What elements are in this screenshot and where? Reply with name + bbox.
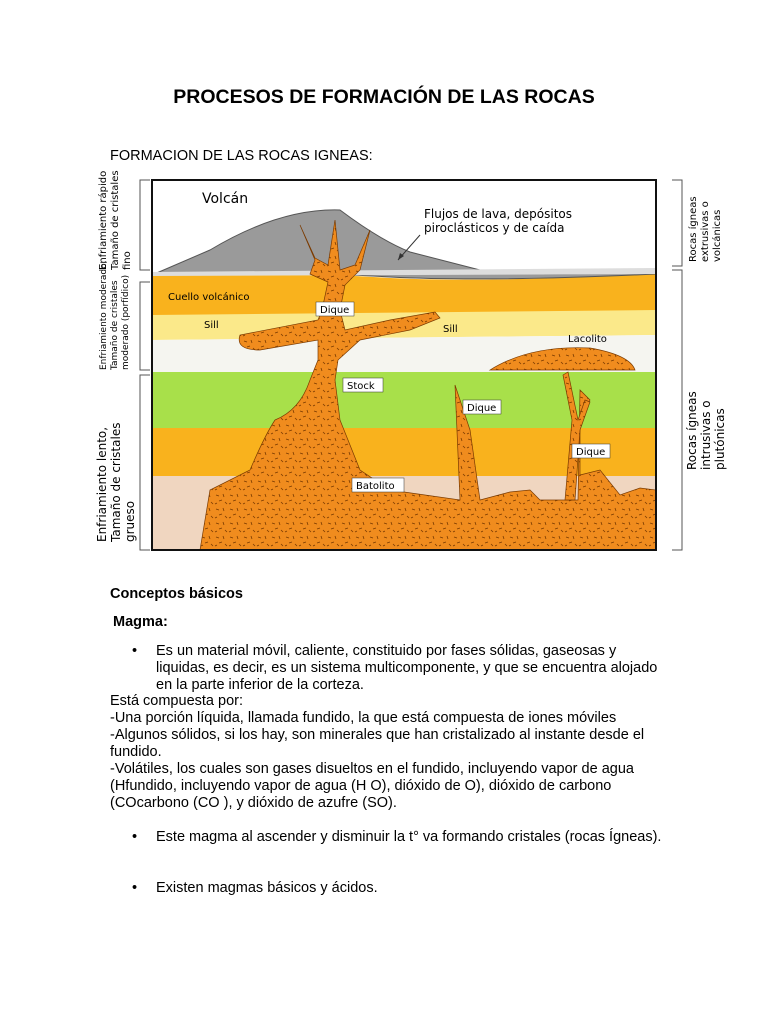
composition-solids: -Algunos sólidos, si los hay, son minera…	[110, 727, 645, 760]
bullet-text: Es un material móvil, caliente, constitu…	[156, 643, 658, 693]
bullet-text: Este magma al ascender y disminuir la t°…	[156, 829, 662, 845]
label-sill-right: Sill	[443, 324, 458, 335]
igneous-rock-diagram: Volcán Flujos de lava, depósitos piroclá…	[60, 170, 740, 560]
right-label-top: Rocas ígneas extrusivas o volcánicas	[687, 196, 723, 262]
svg-text:Tamaño de cristales: Tamaño de cristales	[110, 170, 121, 271]
left-label-mid: Enfriamiento moderado, Tamaño de cristal…	[99, 261, 131, 372]
svg-text:fino: fino	[122, 251, 133, 270]
left-label-bottom: Enfriamiento lento, Tamaño de cristales …	[95, 423, 137, 543]
left-label-top: Enfriamiento rápido, Tamaño de cristales…	[97, 170, 133, 271]
label-stock: Stock	[347, 381, 375, 392]
composition-intro: Está compuesta por:	[110, 693, 243, 709]
svg-text:Enfriamiento moderado,: Enfriamiento moderado,	[99, 261, 109, 371]
bullet-item-magma-types: • Existen magmas básicos y ácidos.	[110, 880, 670, 897]
svg-text:grueso: grueso	[123, 501, 137, 542]
label-flujos-2: piroclásticos y de caída	[424, 221, 565, 235]
right-label-bottom: Rocas ígneas intrusivas o plutónicas	[685, 391, 727, 470]
svg-text:plutónicas: plutónicas	[713, 408, 727, 470]
layer-orange-top	[152, 273, 656, 315]
bullet-text: Existen magmas básicos y ácidos.	[156, 880, 378, 896]
page-title: PROCESOS DE FORMACIÓN DE LAS ROCAS	[173, 86, 595, 108]
label-dique-mid: Dique	[467, 403, 496, 414]
magma-intrusions	[199, 219, 657, 551]
composition-liquid: -Una porción líquida, llamada fundido, l…	[110, 710, 617, 726]
svg-text:Tamaño de cristales: Tamaño de cristales	[110, 280, 120, 371]
composition-volatiles: -Volátiles, los cuales son gases disuelt…	[110, 761, 634, 811]
svg-text:volcánicas: volcánicas	[711, 210, 723, 262]
bullet-item-crystals: • Este magma al ascender y disminuir la …	[110, 829, 670, 846]
svg-text:Rocas ígneas: Rocas ígneas	[685, 391, 699, 470]
label-dique-right: Dique	[576, 447, 605, 458]
label-sill-left: Sill	[204, 320, 219, 331]
label-cuello: Cuello volcánico	[168, 291, 250, 303]
label-lacolito: Lacolito	[568, 334, 607, 345]
bullet-icon: •	[132, 643, 138, 659]
diagram-frame	[151, 179, 657, 551]
section-heading-conceptos: Conceptos básicos	[110, 586, 243, 602]
svg-text:Tamaño de cristales: Tamaño de cristales	[109, 423, 123, 543]
diagram-svg: Volcán Flujos de lava, depósitos piroclá…	[95, 170, 727, 551]
label-flujos-1: Flujos de lava, depósitos	[424, 207, 572, 221]
svg-text:moderado (porfídico): moderado (porfídico)	[121, 275, 131, 370]
svg-text:intrusivas o: intrusivas o	[699, 400, 713, 470]
label-volcan: Volcán	[202, 191, 248, 207]
bullet-item-magma-definition: • Es un material móvil, caliente, consti…	[110, 643, 670, 694]
section-subtitle: FORMACION DE LAS ROCAS IGNEAS:	[110, 148, 373, 164]
svg-text:Enfriamiento rápido,: Enfriamiento rápido,	[97, 170, 109, 270]
label-dique-top: Dique	[320, 305, 349, 316]
lacolito-body	[488, 347, 636, 371]
bullet-icon: •	[132, 829, 138, 845]
svg-text:Rocas ígneas: Rocas ígneas	[687, 196, 699, 262]
label-batolito: Batolito	[356, 481, 395, 492]
bullet-icon: •	[132, 880, 138, 896]
svg-text:extrusivas o: extrusivas o	[700, 201, 711, 262]
magma-heading: Magma:	[113, 614, 168, 630]
svg-text:Enfriamiento lento,: Enfriamiento lento,	[95, 427, 109, 542]
